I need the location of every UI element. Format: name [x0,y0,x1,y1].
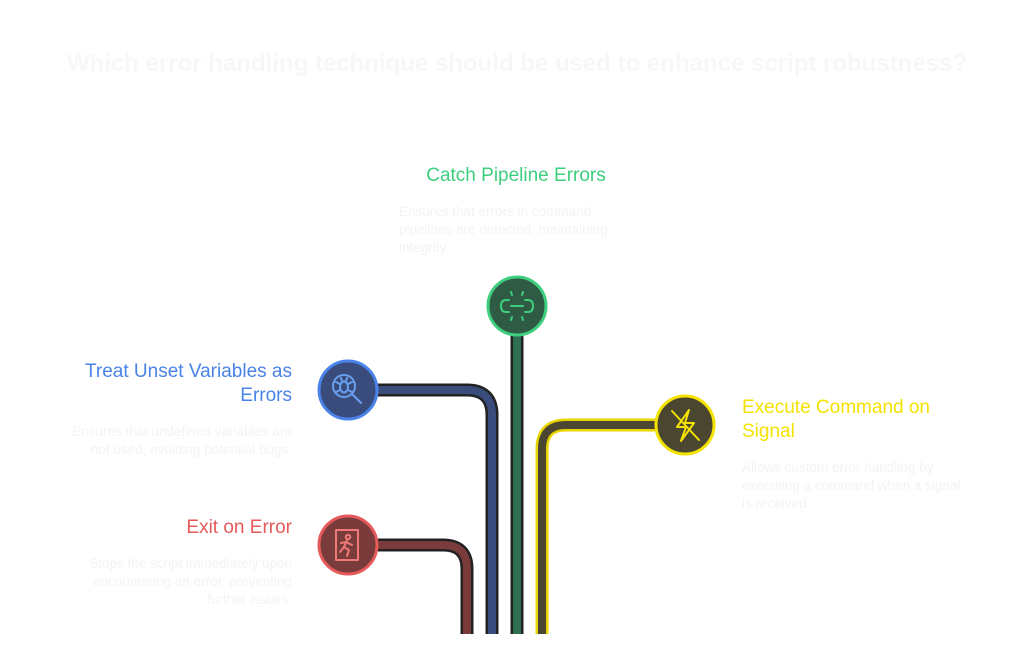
exec-signal-node [654,394,716,456]
exit-error-title: Exit on Error [186,517,292,538]
exit-error-description: Stops the script immediately upon encoun… [89,556,292,607]
catch-pipeline-description: Ensures that errors in command pipelines… [399,204,608,255]
unset-vars-title: Treat Unset Variables as Errors [85,361,292,406]
bug-search-icon [332,374,362,404]
exec-signal-connector [535,418,685,634]
diagram-title: Which error handling technique should be… [66,50,968,77]
lightning-off-icon [671,409,700,442]
catch-pipeline-node [486,275,548,337]
unset-vars-node [317,359,379,421]
unset-vars-description: Ensures that undefined variables are not… [72,424,292,457]
broken-link-icon [499,291,535,321]
exec-signal-title: Execute Command on Signal [742,397,930,442]
catch-pipeline-title: Catch Pipeline Errors [426,165,606,186]
exit-error-node [317,514,379,576]
exec-signal-description: Allows custom error handling by executin… [742,460,961,511]
exit-door-icon [335,529,359,561]
